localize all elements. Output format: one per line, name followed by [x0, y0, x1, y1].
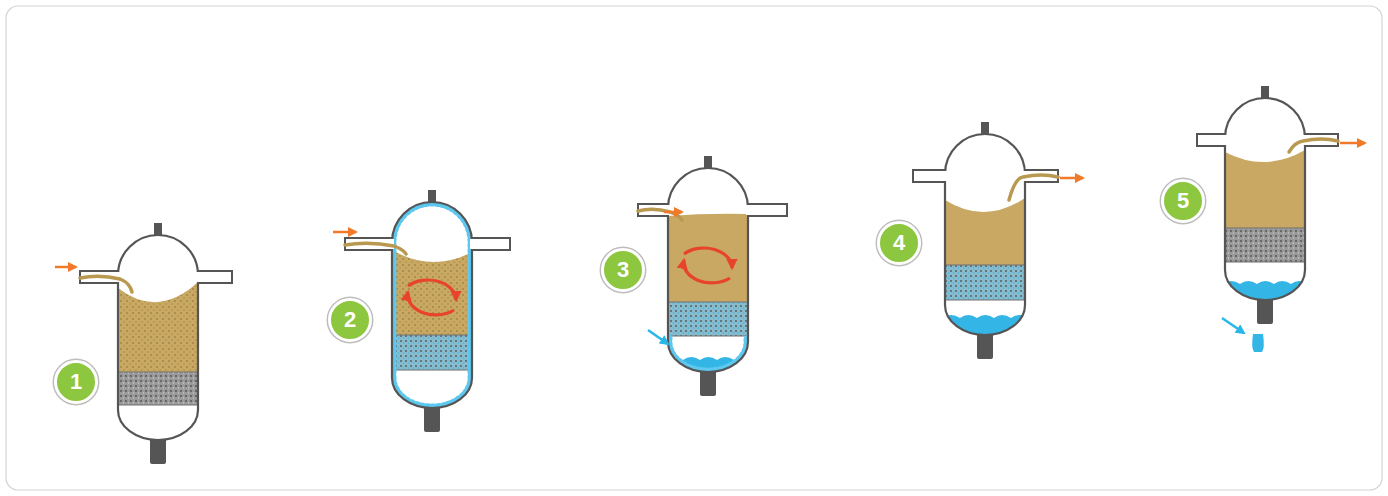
filter-element [668, 302, 748, 336]
pipe-mouth [196, 272, 200, 282]
pipe-mouth [1223, 135, 1227, 145]
separated-water [1223, 281, 1309, 310]
oil-stream [345, 243, 406, 254]
water-arrow [648, 330, 668, 344]
dirty-liquid [118, 282, 198, 372]
vessel-outline [945, 134, 1025, 335]
water-droplets [392, 202, 472, 408]
water-discharge [1252, 334, 1264, 352]
vessel-body [945, 134, 1025, 335]
oil-stream [80, 276, 132, 292]
vessel-body [1225, 98, 1305, 300]
pipe-mouth [943, 171, 947, 181]
water-droplets [668, 338, 748, 372]
vessel-body [118, 235, 198, 440]
separator-vessel [913, 122, 1083, 359]
pipe-mouth [470, 239, 474, 249]
filter-element [392, 335, 472, 370]
flow-arrow [1340, 142, 1365, 145]
flow-arrow [664, 211, 682, 214]
callout-number: 3 [601, 248, 645, 292]
swirl-arrow [684, 248, 732, 268]
flow-arrow [333, 231, 356, 234]
water-arrow [1222, 318, 1244, 333]
separator-vessel [638, 156, 787, 396]
dirty-liquid [945, 198, 1025, 265]
pipe-mouth [746, 205, 750, 215]
vessel-body [392, 202, 472, 408]
vessel-body [668, 168, 748, 372]
flow-arrow [1060, 177, 1083, 180]
callout-number: 1 [54, 360, 98, 404]
swirl-arrow [684, 260, 730, 283]
dirty-liquid [1225, 150, 1305, 228]
vessel-outline [668, 168, 748, 372]
callout-label: 4 [893, 232, 905, 254]
callout-number: 5 [1161, 179, 1205, 223]
separator-vessel [1197, 86, 1365, 352]
dirty-liquid [392, 250, 472, 335]
frame [6, 6, 1382, 490]
separator-vessel [55, 223, 232, 464]
vessel-outline [118, 235, 198, 440]
callout-label: 1 [70, 371, 82, 393]
callout-label: 5 [1177, 190, 1189, 212]
vessel-outline [392, 202, 472, 408]
swirl-arrow [408, 292, 454, 315]
filter-element [1225, 228, 1305, 262]
callout-label: 2 [344, 309, 356, 331]
vessel-outline [1225, 98, 1305, 300]
separated-water [943, 315, 1029, 345]
callout-label: 3 [617, 259, 629, 281]
oil-stream [1009, 175, 1058, 200]
filter-element [118, 372, 198, 405]
callout-number: 4 [877, 221, 921, 265]
oil-stream [1289, 139, 1338, 152]
flow-arrow [55, 266, 76, 269]
dirty-liquid [668, 214, 748, 302]
oil-stream [638, 209, 682, 220]
filter-element [945, 265, 1025, 300]
swirl-arrow [408, 280, 456, 300]
callout-number: 2 [328, 298, 372, 342]
